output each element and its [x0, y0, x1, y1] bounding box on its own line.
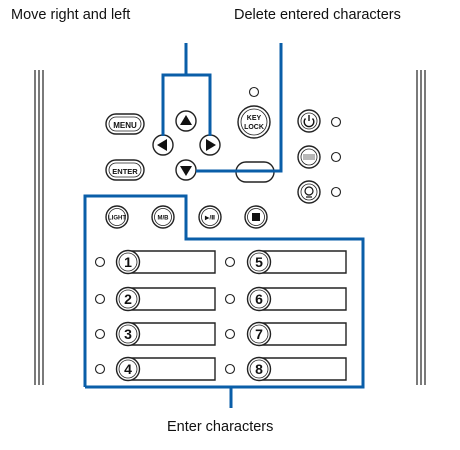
- stop-button[interactable]: [244, 205, 268, 229]
- memory-slot-circle: [115, 356, 141, 382]
- callout-enter-characters: Enter characters: [167, 419, 274, 435]
- memory-slot-indicator: [224, 293, 236, 305]
- enter-button-label: ENTER: [112, 167, 138, 176]
- memory-slot-circle: [246, 286, 272, 312]
- memory-slot-4[interactable]: 4: [94, 356, 216, 382]
- lens-icon: [304, 186, 314, 196]
- key-lock-button[interactable]: KEY LOCK: [237, 105, 271, 139]
- memory-slot-5[interactable]: 5: [224, 249, 347, 275]
- memory-slot-tab: [131, 357, 216, 381]
- memory-slot-label: 1: [124, 254, 132, 270]
- memory-slot-ring: [249, 252, 269, 272]
- memory-slot-indicator: [224, 256, 236, 268]
- right-button[interactable]: [199, 134, 221, 156]
- memory-slot-2[interactable]: 2: [94, 286, 216, 312]
- memory-slot-label: 4: [124, 361, 132, 377]
- memory-slot-ring: [118, 324, 138, 344]
- memory-slot-1[interactable]: 1: [94, 249, 216, 275]
- memory-slot-tab: [131, 322, 216, 346]
- memory-slot-label: 3: [124, 326, 132, 342]
- light-button-label: LIGHT: [108, 216, 126, 222]
- play-pause-label: ▶/Ⅱ: [205, 216, 215, 222]
- memory-slot-label: 6: [255, 291, 263, 307]
- memory-slot-indicator: [224, 328, 236, 340]
- play-pause-button[interactable]: ▶/Ⅱ: [198, 205, 222, 229]
- light-button[interactable]: LIGHT: [105, 205, 129, 229]
- memory-slot-circle: [115, 286, 141, 312]
- memory-slot-8[interactable]: 8: [224, 356, 347, 382]
- memory-slot-label: 8: [255, 361, 263, 377]
- memory-slot-circle: [115, 249, 141, 275]
- power-icon: [303, 115, 315, 128]
- memory-slot-indicator: [94, 293, 106, 305]
- mb-button[interactable]: M/B: [151, 205, 175, 229]
- memory-slot-ring: [118, 252, 138, 272]
- memory-slot-indicator: [94, 363, 106, 375]
- memory-slot-7[interactable]: 7: [224, 321, 347, 347]
- memory-slot-ring: [249, 359, 269, 379]
- memory-slot-tab: [131, 287, 216, 311]
- key-lock-label-line2: LOCK: [244, 124, 264, 131]
- down-button[interactable]: [175, 159, 197, 181]
- memory-slot-circle: [246, 321, 272, 347]
- remote-body-rails: [34, 70, 426, 385]
- stop-icon: [252, 213, 260, 221]
- key-lock-indicator: [248, 86, 260, 98]
- memory-slot-label: 2: [124, 291, 132, 307]
- up-button[interactable]: [175, 110, 197, 132]
- memory-slot-6[interactable]: 6: [224, 286, 347, 312]
- memory-slot-indicator: [224, 363, 236, 375]
- memory-slot-label: 5: [255, 254, 263, 270]
- memory-slot-tab: [131, 250, 216, 274]
- memory-slot-ring: [118, 359, 138, 379]
- shutter-button[interactable]: [297, 145, 321, 169]
- lens-indicator: [330, 186, 342, 198]
- memory-slot-indicator: [94, 328, 106, 340]
- callout-delete-characters: Delete entered characters: [234, 7, 401, 23]
- memory-slot-ring: [249, 289, 269, 309]
- menu-button-label: MENU: [113, 121, 137, 130]
- memory-slot-ring: [249, 324, 269, 344]
- memory-slot-tab: [262, 357, 347, 381]
- callout-lines: [83, 43, 365, 408]
- power-indicator: [330, 116, 342, 128]
- left-button[interactable]: [152, 134, 174, 156]
- memory-slot-ring: [118, 289, 138, 309]
- menu-button[interactable]: MENU: [105, 113, 145, 135]
- shutter-icon: [303, 154, 315, 160]
- memory-slot-buttons: 1 2 3 4 5 6 7 8: [94, 249, 347, 382]
- enter-button[interactable]: ENTER: [105, 159, 145, 181]
- power-button[interactable]: [297, 109, 321, 133]
- shutter-indicator: [330, 151, 342, 163]
- memory-slot-indicator: [94, 256, 106, 268]
- memory-slot-tab: [262, 322, 347, 346]
- memory-slot-tab: [262, 250, 347, 274]
- memory-slot-label: 7: [255, 326, 263, 342]
- memory-slot-tab: [262, 287, 347, 311]
- memory-slot-circle: [115, 321, 141, 347]
- memory-slot-circle: [246, 249, 272, 275]
- callout-move-right-left: Move right and left: [11, 7, 131, 23]
- memory-slot-circle: [246, 356, 272, 382]
- lens-button[interactable]: [297, 180, 321, 204]
- mb-button-label: M/B: [158, 216, 170, 222]
- memory-slot-3[interactable]: 3: [94, 321, 216, 347]
- key-lock-label-line1: KEY: [247, 115, 262, 122]
